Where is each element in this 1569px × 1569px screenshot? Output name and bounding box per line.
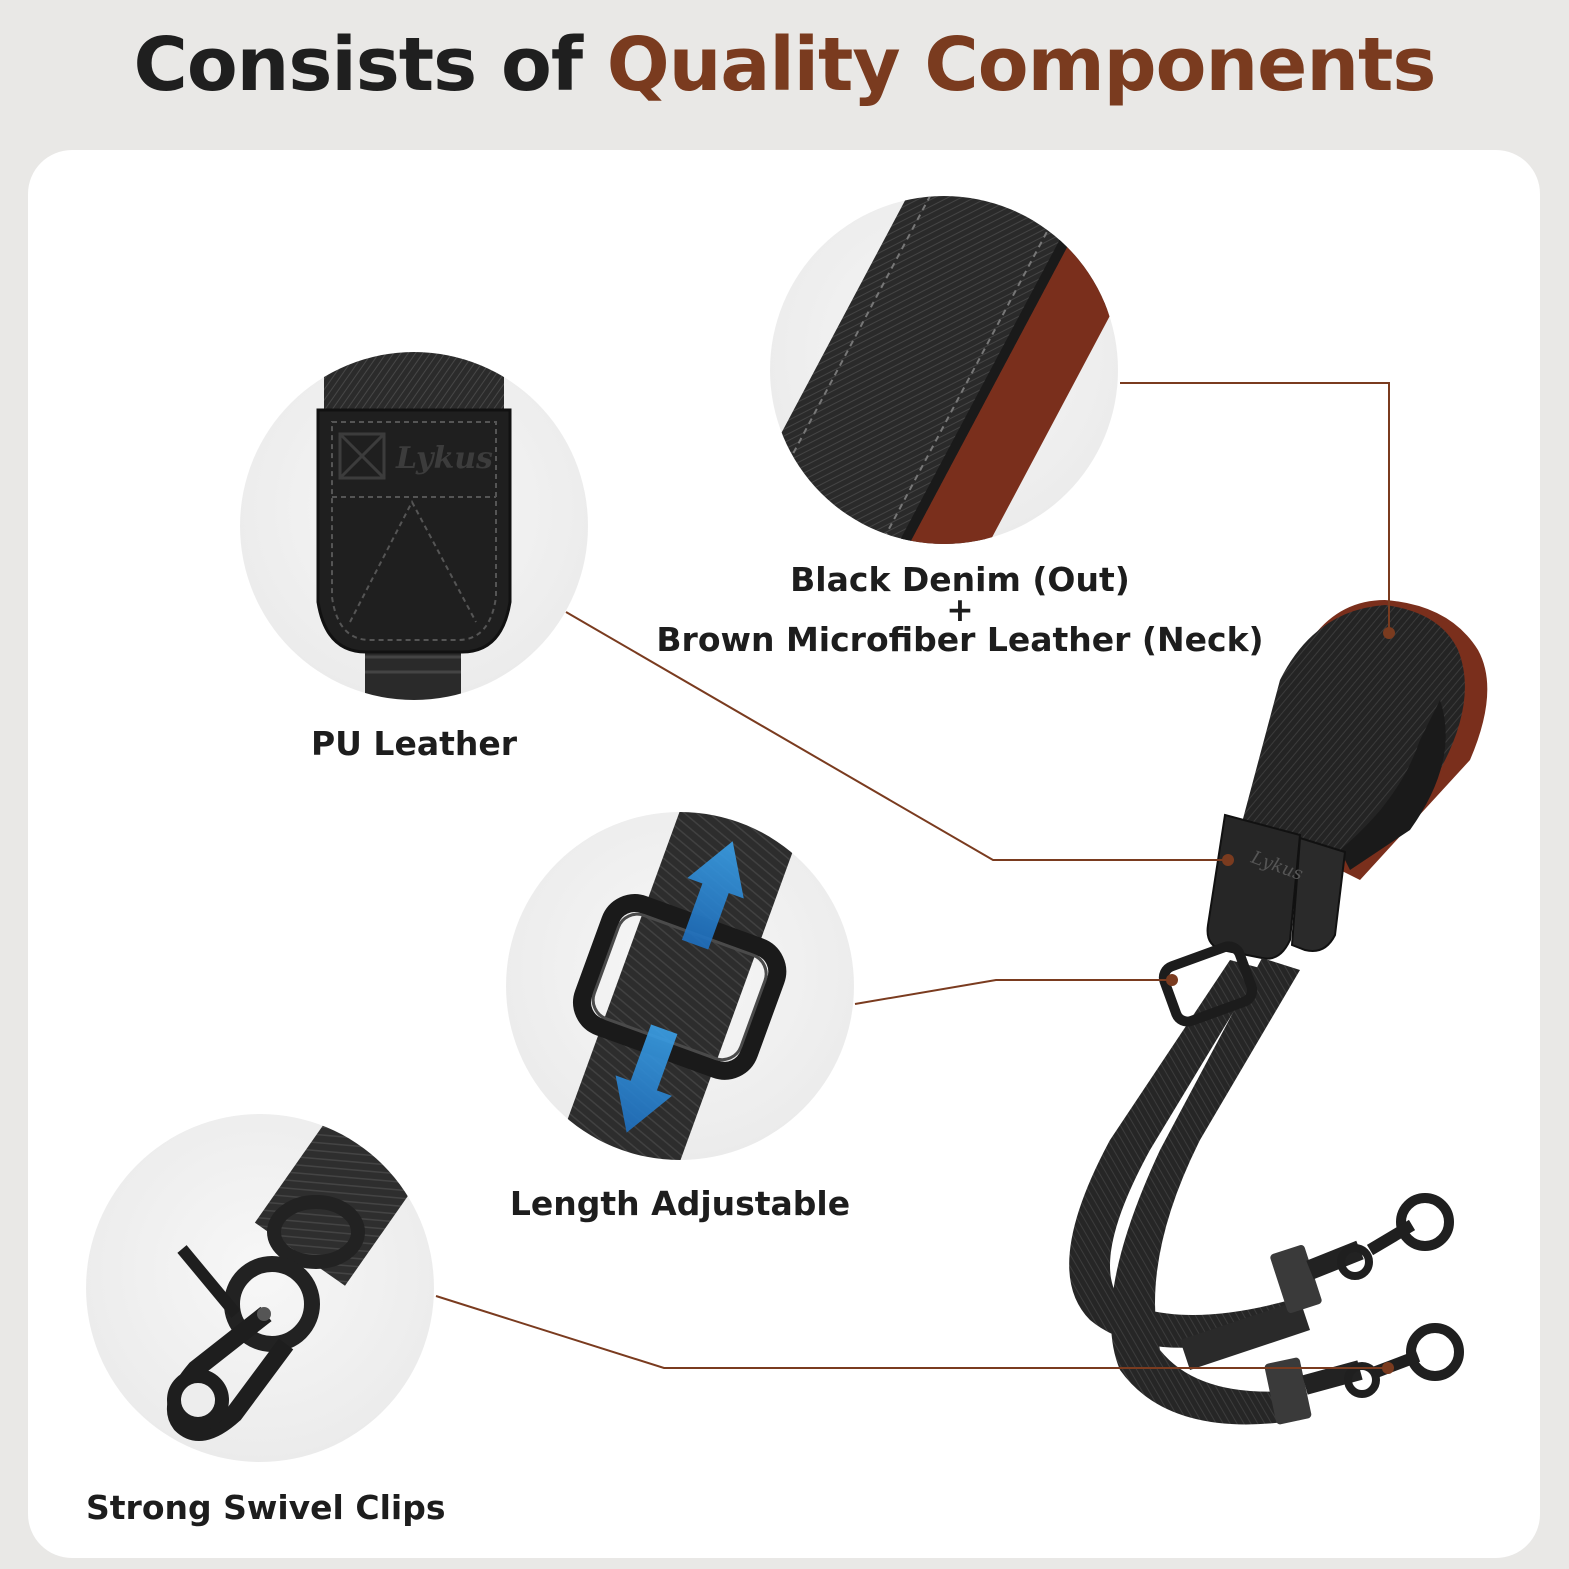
denim-label-plus: + [946,590,974,629]
denim-detail-circle [770,196,1118,544]
buckle-arrows-icon [549,812,810,1160]
swivel-clip-icon [167,1114,434,1441]
pu-leather-label: PU Leather [310,724,518,763]
camera-strap-icon: Lykus [1069,600,1488,1425]
denim-swatch-icon [770,196,1118,544]
clips-label: Strong Swivel Clips [86,1488,446,1527]
adjustable-circle [506,812,854,1160]
brand-logo-text: Lykus [395,441,493,476]
denim-label-line1: Black Denim (Out) [790,560,1130,599]
leader-line-adjustable [854,979,1172,1005]
leader-line-denim [1120,382,1390,633]
denim-label-line2: Brown Microfiber Leather (Neck) [656,620,1264,659]
leader-line-leather [565,611,1228,861]
title-accent: Quality Components [606,22,1437,108]
leather-tab-icon: Lykus [316,352,512,700]
leader-dot-adjustable [1166,974,1178,986]
pu-leather-circle: Lykus [240,352,588,700]
leader-line-clips [435,1295,1388,1369]
page-title: Consists of Quality Components [0,22,1569,108]
clips-circle [86,1114,434,1462]
adjustable-label: Length Adjustable [509,1184,851,1223]
leader-dot-leather [1222,854,1234,866]
leader-dot-clips [1382,1362,1394,1374]
leader-lines [435,382,1390,1369]
leader-dot-denim [1383,627,1395,639]
title-prefix: Consists of [133,22,584,108]
